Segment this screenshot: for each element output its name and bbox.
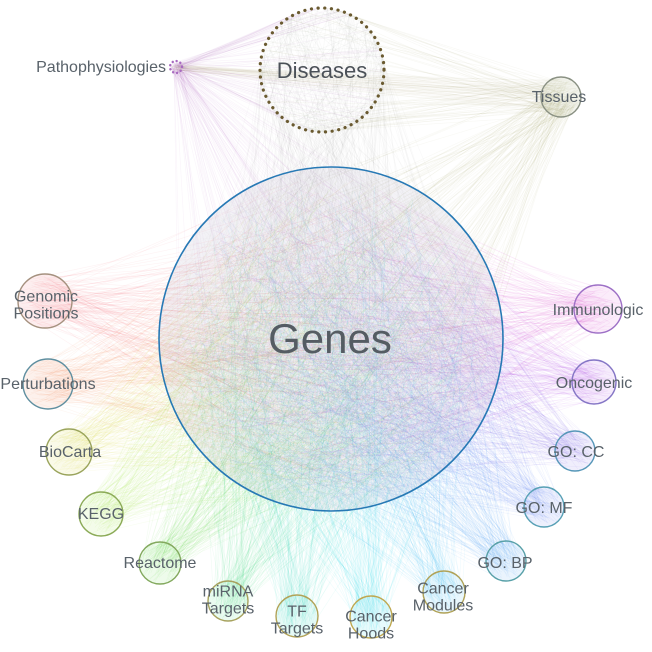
node-label-genes: Genes: [268, 315, 392, 362]
node-circle-cancer_hoods[interactable]: [349, 595, 393, 639]
node-label-immunologic: Immunologic: [553, 302, 644, 319]
node-label-oncogenic: Oncogenic: [556, 375, 633, 392]
edge-bundle-reactome: [140, 179, 492, 582]
node-circle-immunologic[interactable]: [573, 284, 623, 334]
node-label-go_bp: GO: BP: [477, 555, 532, 572]
edge-bundle-perturbations: [25, 179, 491, 498]
edge-bundle-go_mf: [175, 194, 563, 524]
node-circle-biocarta[interactable]: [45, 428, 93, 476]
node-layer: [17, 6, 623, 639]
edge-bundle-biocarta: [50, 182, 489, 500]
node-label-perturbations: Perturbations: [0, 376, 95, 393]
node-label-go_cc: GO: CC: [548, 444, 605, 461]
edge-bundle-pathophysiologies-tissues: [170, 61, 576, 116]
node-circle-cancer_modules[interactable]: [422, 570, 466, 614]
node-circle-perturbations[interactable]: [22, 358, 74, 410]
edge-bundle-immunologic: [170, 180, 620, 503]
edge-bundle-cancer_modules: [180, 195, 480, 611]
chords-diseases: [259, 7, 385, 133]
edge-bundle-oncogenic: [168, 176, 615, 501]
node-label-tissues: Tissues: [532, 89, 587, 106]
edge-bundle-pathophysiologies: [170, 61, 491, 493]
node-label-reactome: Reactome: [124, 555, 197, 572]
node-circle-genes[interactable]: [158, 166, 504, 512]
node-circle-reactome[interactable]: [138, 541, 182, 585]
edge-bundle-cancer_hoods: [169, 186, 488, 637]
node-circle-tissues[interactable]: [540, 76, 582, 118]
edge-bundle-tissues-diseases: [259, 7, 580, 133]
node-label-go_mf: GO: MF: [516, 500, 573, 517]
edge-bundle-go_cc: [167, 184, 594, 499]
node-circle-tf_targets[interactable]: [275, 594, 319, 638]
node-label-diseases: Diseases: [277, 58, 367, 83]
node-circle-go_bp[interactable]: [485, 540, 527, 582]
node-label-biocarta: BioCarta: [39, 444, 101, 461]
edge-bundle-tissues: [168, 77, 580, 496]
node-circle-pathophysiologies[interactable]: [168, 59, 184, 75]
node-circle-go_mf[interactable]: [523, 486, 565, 528]
node-circle-oncogenic[interactable]: [571, 359, 617, 405]
node-circle-mirna_targets[interactable]: [207, 580, 249, 622]
edge-bundle-diseases: [174, 8, 488, 502]
edge-bundle-tf_targets: [174, 182, 488, 636]
node-circle-diseases[interactable]: [258, 6, 386, 134]
node-circle-genomic_positions[interactable]: [17, 273, 73, 329]
edge-layer: [21, 7, 620, 637]
node-circle-kegg[interactable]: [78, 491, 124, 537]
node-label-pathophysiologies: Pathophysiologies: [36, 59, 166, 76]
node-circle-go_cc[interactable]: [554, 430, 596, 472]
edge-bundle-genomic_positions: [21, 181, 486, 491]
edge-bundle-kegg: [80, 180, 486, 533]
edge-bundle-pathophysiologies-diseases: [170, 7, 385, 132]
node-label-kegg: KEGG: [78, 506, 124, 523]
